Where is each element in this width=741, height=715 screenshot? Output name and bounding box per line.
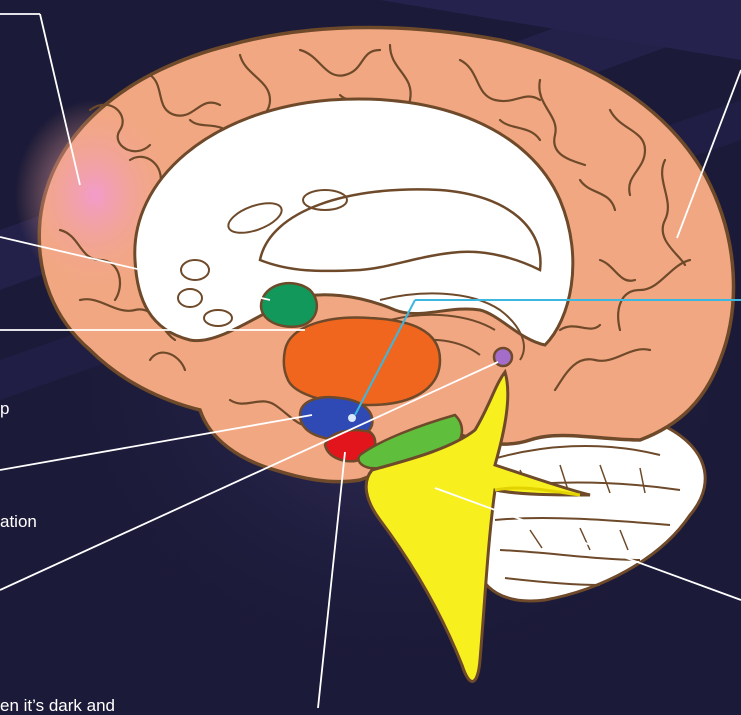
label-fragment-bottom: en it’s dark and	[0, 697, 115, 714]
label-fragment-ation: ation	[0, 513, 37, 530]
green-structure	[261, 283, 317, 327]
label-fragment-p: p	[0, 400, 9, 417]
suprachiasmatic-glow	[348, 414, 356, 422]
thalamus	[284, 317, 440, 405]
